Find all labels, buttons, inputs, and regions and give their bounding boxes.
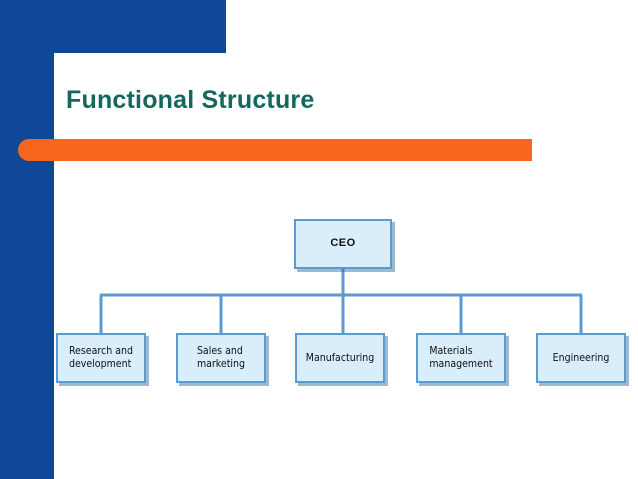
org-node-ceo-label: CEO (330, 237, 356, 250)
org-node-manufacturing-label: Manufacturing (305, 351, 375, 364)
orange-accent-bar (18, 139, 532, 161)
left-blue-band (0, 0, 54, 479)
page-title: Functional Structure (66, 86, 315, 114)
org-node-ceo[interactable]: CEO (294, 219, 392, 269)
top-blue-band (0, 0, 226, 53)
org-node-manufacturing[interactable]: Manufacturing (295, 333, 385, 383)
org-node-engineering[interactable]: Engineering (536, 333, 626, 383)
org-node-engineering-label: Engineering (552, 351, 610, 364)
